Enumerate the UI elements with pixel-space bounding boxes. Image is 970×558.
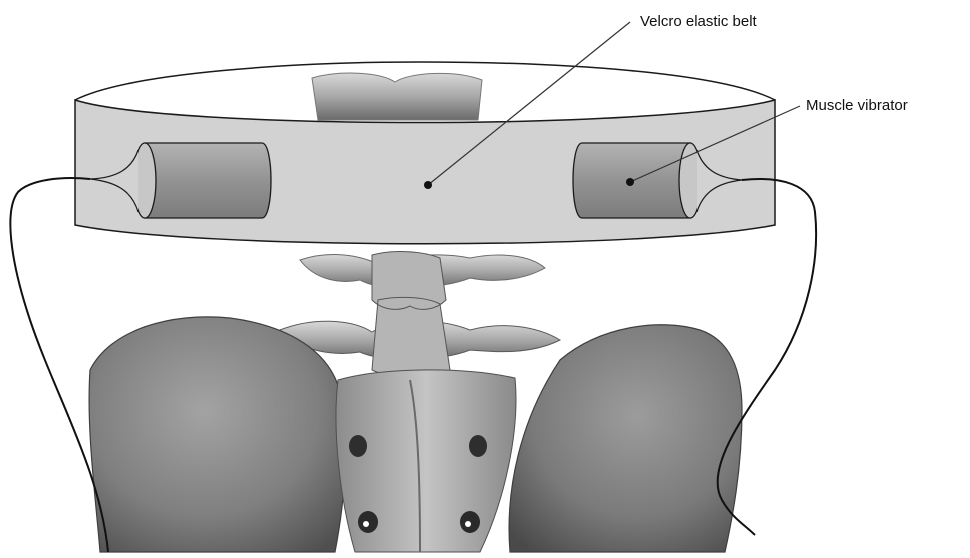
ilium-right: [509, 325, 742, 552]
belt-label: Velcro elastic belt: [640, 13, 758, 30]
ilium-left: [89, 317, 345, 552]
sacral-foramen-highlight: [465, 521, 471, 527]
vibrator-body: [145, 143, 271, 218]
belt-anchor-dot: [424, 181, 432, 189]
sacral-foramen: [469, 435, 487, 457]
vertebra-upper: [312, 73, 482, 120]
spinous-processes: [372, 252, 450, 377]
vibrator-anchor-dot: [626, 178, 634, 186]
sacral-foramen: [349, 435, 367, 457]
vibrator-label: Muscle vibrator: [806, 97, 908, 114]
sacral-foramen-highlight: [363, 521, 369, 527]
